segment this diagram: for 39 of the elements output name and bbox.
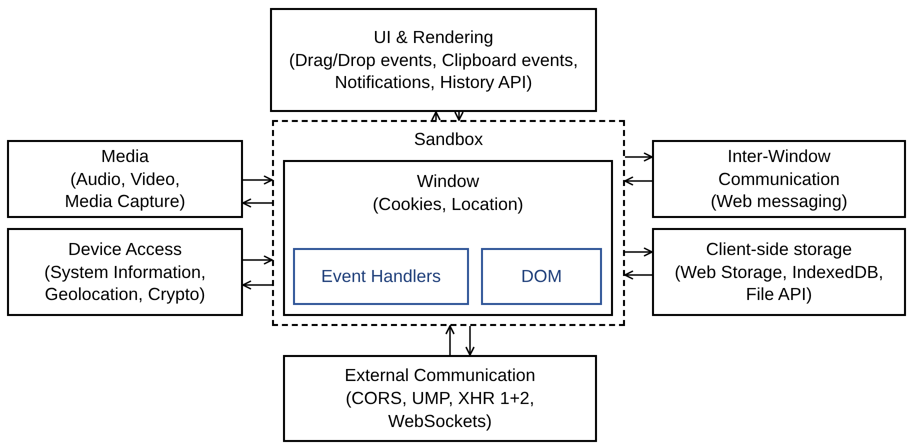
sandbox-boundary xyxy=(272,120,625,326)
arrow xyxy=(242,198,272,208)
arrow xyxy=(454,111,464,121)
arrow xyxy=(243,255,273,265)
window-box xyxy=(283,160,613,316)
arrow xyxy=(431,111,441,121)
arrow xyxy=(625,247,653,257)
box-title: Media xyxy=(100,144,150,168)
box-title: Window xyxy=(416,170,480,193)
box-description: (Cookies, Location) xyxy=(372,192,524,216)
box-description: (CORS, UMP, XHR 1+2, WebSockets) xyxy=(344,387,536,433)
box-title: Event Handlers xyxy=(320,265,442,288)
component-box xyxy=(293,248,469,305)
arrow xyxy=(624,270,652,280)
arrow xyxy=(625,152,653,162)
arrow xyxy=(243,175,273,185)
component-box xyxy=(481,248,602,305)
component-box xyxy=(652,228,906,316)
arrow xyxy=(624,176,652,186)
box-title: Client-side storage xyxy=(705,238,853,261)
component-box xyxy=(283,355,597,442)
component-box xyxy=(7,228,243,316)
box-description: (Audio, Video, Media Capture) xyxy=(64,168,186,214)
component-box xyxy=(7,140,243,218)
box-description: (Drag/Drop events, Clipboard events, Notifications, History API) xyxy=(288,48,579,94)
box-description: (System Information, Geolocation, Crypto) xyxy=(43,260,207,306)
component-box xyxy=(270,8,597,112)
arrow xyxy=(445,325,455,355)
box-title: DOM xyxy=(520,265,563,288)
arrow xyxy=(465,326,475,356)
arrow xyxy=(242,280,272,290)
box-description: (Web messaging) xyxy=(710,190,848,214)
box-title: Device Access xyxy=(67,238,183,261)
box-title: UI & Rendering xyxy=(372,26,494,49)
box-title: Inter-Window Communication xyxy=(717,144,841,190)
box-title: External Communication xyxy=(344,364,536,388)
box-title: Sandbox xyxy=(412,128,484,151)
box-description: (Web Storage, IndexedDB, File API) xyxy=(674,260,884,306)
component-box xyxy=(652,140,906,218)
